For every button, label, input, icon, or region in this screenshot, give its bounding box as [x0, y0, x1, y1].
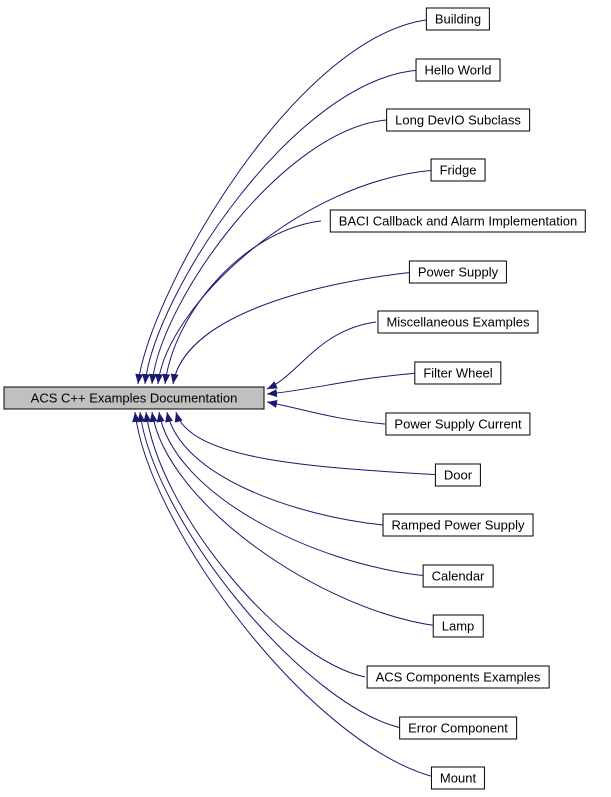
graph-node-central: ACS C++ Examples Documentation [3, 386, 265, 410]
graph-node-error-component[interactable]: Error Component [399, 716, 517, 740]
graph-node-label: Mount [439, 770, 477, 786]
edge-mount-to-central [132, 411, 439, 779]
edge-error-component-to-central [137, 411, 402, 729]
graph-node-label: Lamp [441, 618, 475, 634]
graph-node-ramped-power-supply[interactable]: Ramped Power Supply [382, 513, 534, 537]
graph-node-miscellaneous-examples[interactable]: Miscellaneous Examples [377, 310, 539, 334]
graph-node-filter-wheel[interactable]: Filter Wheel [414, 361, 502, 385]
edge-hello-world-to-central [142, 69, 421, 385]
graph-node-lamp[interactable]: Lamp [432, 614, 484, 638]
graph-node-label: Filter Wheel [423, 365, 493, 381]
graph-node-hello-world[interactable]: Hello World [415, 58, 501, 82]
graph-node-door[interactable]: Door [434, 463, 482, 487]
edge-acs-components-examples-to-central [143, 411, 366, 678]
edge-long-devio-subclass-to-central [148, 119, 388, 385]
graph-node-label: Fridge [439, 162, 477, 178]
graph-node-label: Miscellaneous Examples [386, 314, 530, 330]
edge-filter-wheel-to-central [266, 372, 420, 398]
graph-node-power-supply[interactable]: Power Supply [408, 260, 508, 284]
graph-node-label: ACS Components Examples [375, 669, 541, 685]
edge-baci-callback-to-central [162, 220, 322, 385]
edge-lamp-to-central [149, 411, 439, 627]
edge-miscellaneous-examples-to-central [266, 321, 377, 390]
graph-node-calendar[interactable]: Calendar [422, 564, 494, 588]
graph-node-label: Ramped Power Supply [391, 517, 525, 533]
graph-node-label: Building [434, 11, 482, 27]
graph-node-power-supply-current[interactable]: Power Supply Current [385, 412, 531, 436]
edge-building-to-central [135, 18, 436, 385]
graph-node-label: Power Supply [417, 264, 499, 280]
graph-node-label: Power Supply Current [394, 416, 522, 432]
graph-node-label: Error Component [408, 720, 508, 736]
graph-node-long-devio-subclass[interactable]: Long DevIO Subclass [386, 108, 530, 132]
graph-node-central-label: ACS C++ Examples Documentation [30, 390, 238, 406]
graph-node-label: Long DevIO Subclass [395, 112, 521, 128]
graph-node-acs-components-examples[interactable]: ACS Components Examples [366, 665, 550, 689]
graph-node-label: Door [443, 467, 473, 483]
graph-node-label: Calendar [431, 568, 485, 584]
graph-node-label: Hello World [424, 62, 492, 78]
graph-node-mount[interactable]: Mount [430, 766, 486, 790]
graph-node-baci-callback[interactable]: BACI Callback and Alarm Implementation [329, 209, 587, 233]
edge-ramped-power-supply-to-central [165, 411, 384, 526]
edge-calendar-to-central [156, 411, 428, 577]
edge-power-supply-current-to-central [266, 399, 386, 425]
edge-fridge-to-central [155, 169, 437, 385]
edge-power-supply-to-central [170, 271, 415, 385]
graph-node-building[interactable]: Building [425, 7, 491, 31]
graph-node-fridge[interactable]: Fridge [430, 158, 486, 182]
graph-node-label: BACI Callback and Alarm Implementation [338, 213, 578, 229]
edge-door-to-central [174, 411, 444, 476]
